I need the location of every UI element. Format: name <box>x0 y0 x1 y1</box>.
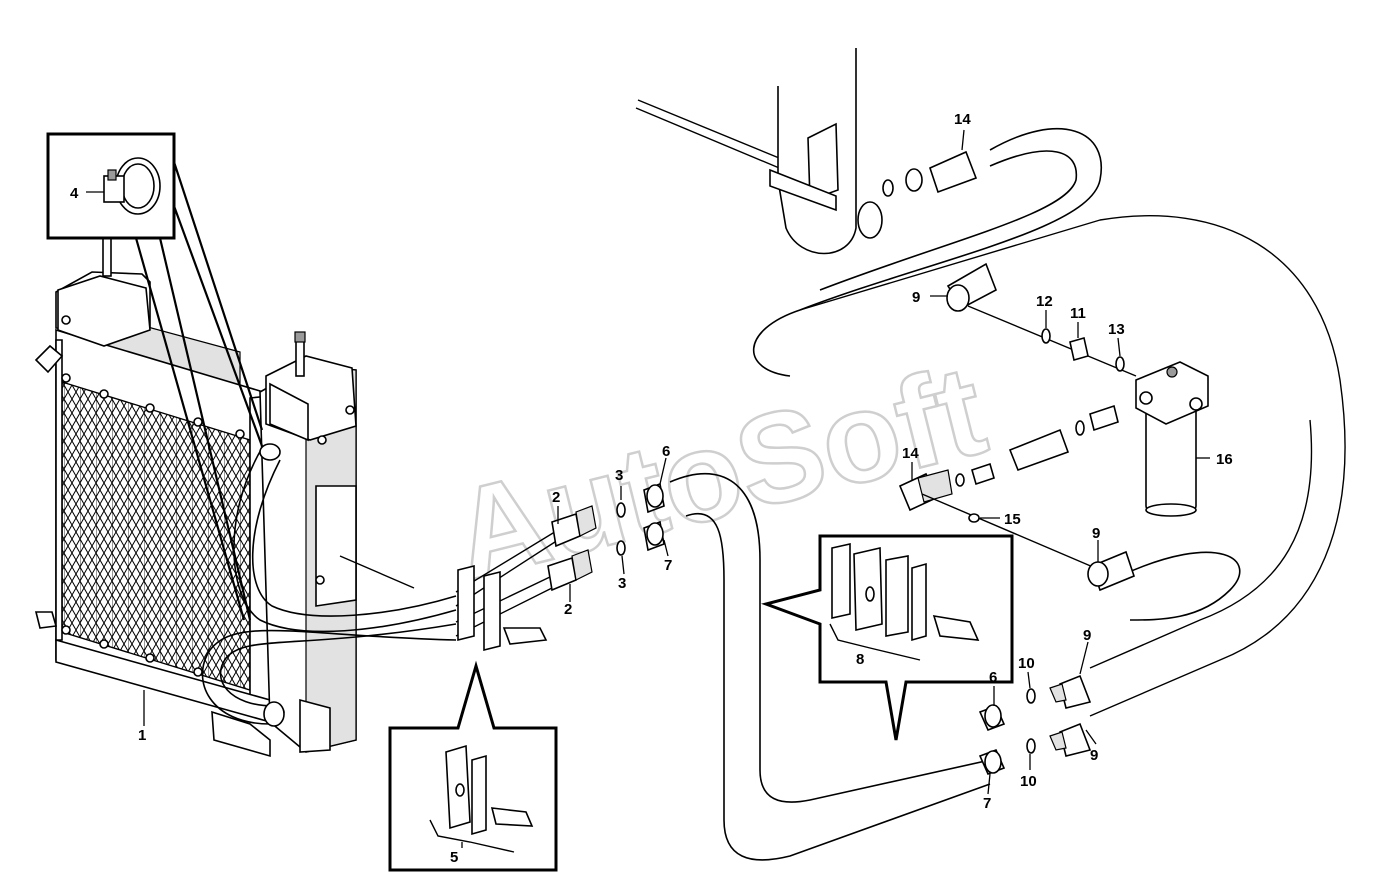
hose-clamp-block-main <box>339 555 548 652</box>
inset-clamp-assembly-5 <box>388 660 558 872</box>
callout-6-upper: 6 <box>662 443 670 460</box>
callout-11: 11 <box>1070 305 1086 322</box>
inset-clamp-4 <box>46 132 264 621</box>
callout-12: 12 <box>1036 293 1053 310</box>
callout-labels: 1 2 2 3 3 4 5 6 6 7 7 8 9 9 9 9 10 10 11… <box>70 111 1233 866</box>
inset-clamp-set-8 <box>760 534 1014 741</box>
return-filter-assembly <box>1135 361 1209 517</box>
callout-14-lower: 14 <box>902 445 919 462</box>
callout-13: 13 <box>1108 321 1125 338</box>
callout-3-lower: 3 <box>618 575 626 592</box>
callout-5: 5 <box>450 849 458 866</box>
callout-2-lower: 2 <box>564 601 572 618</box>
callout-9-upper: 9 <box>912 289 920 306</box>
callout-10-upper: 10 <box>1018 655 1035 672</box>
callout-8: 8 <box>856 651 864 668</box>
hose-fittings-left <box>547 482 665 592</box>
filter-inlet-fittings <box>898 262 1137 592</box>
callout-16: 16 <box>1216 451 1233 468</box>
callout-7-lower: 7 <box>983 795 991 812</box>
callout-6-lower: 6 <box>989 669 997 686</box>
callout-9-lower-a: 9 <box>1083 627 1091 644</box>
callout-7-upper: 7 <box>664 557 672 574</box>
callout-10-lower: 10 <box>1020 773 1037 790</box>
hydraulic-tank-bracket <box>635 48 978 255</box>
callout-9-lower-b: 9 <box>1090 747 1098 764</box>
callout-3-upper: 3 <box>615 467 623 484</box>
lower-hose-loop <box>669 215 1346 861</box>
callout-15: 15 <box>1004 511 1021 528</box>
callout-14-upper: 14 <box>954 111 971 128</box>
callout-2-upper: 2 <box>552 489 560 506</box>
leader-lines <box>86 129 1210 848</box>
oil-cooler-radiator <box>34 227 357 758</box>
callout-9-middle: 9 <box>1092 525 1100 542</box>
upper-hose-loop <box>752 127 1241 621</box>
callout-4: 4 <box>70 185 79 202</box>
callout-1: 1 <box>138 727 146 744</box>
